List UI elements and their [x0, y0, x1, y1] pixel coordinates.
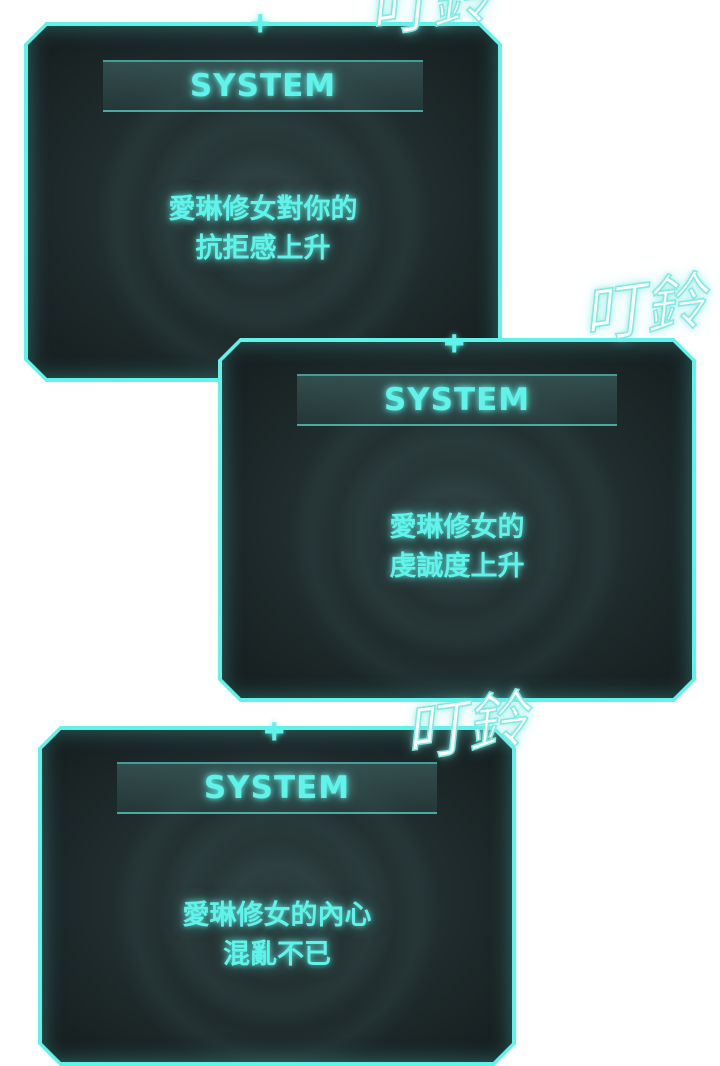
system-title-2: SYSTEM [383, 382, 531, 418]
system-panel-3: SYSTEM 愛琳修女的內心 混亂不已 [38, 726, 516, 1066]
system-title-1: SYSTEM [189, 68, 337, 104]
system-panel-1: SYSTEM 愛琳修女對你的 抗拒感上升 [24, 22, 502, 382]
sound-effect-3: 叮鈴 [399, 681, 533, 772]
sound-effect-2: 叮鈴 [577, 263, 711, 354]
system-message-1-line2: 抗拒感上升 [195, 233, 331, 264]
system-panel-2-body: SYSTEM 愛琳修女的 虔誠度上升 [222, 342, 692, 698]
crosshair-icon-2: + [444, 323, 465, 363]
system-message-2-line1: 愛琳修女的 [389, 512, 525, 543]
crosshair-icon-1: + [250, 3, 271, 43]
system-panel-2: SYSTEM 愛琳修女的 虔誠度上升 [218, 338, 696, 702]
system-title-bar-1: SYSTEM [103, 60, 423, 112]
system-title-bar-2: SYSTEM [297, 374, 617, 426]
system-message-2-line2: 虔誠度上升 [389, 551, 525, 582]
system-title-bar-3: SYSTEM [117, 762, 437, 814]
system-panel-3-body: SYSTEM 愛琳修女的內心 混亂不已 [42, 730, 512, 1062]
system-message-3-line2: 混亂不已 [223, 939, 331, 970]
system-title-3: SYSTEM [203, 770, 351, 806]
system-message-2: 愛琳修女的 虔誠度上升 [222, 508, 692, 586]
crosshair-icon-3: + [264, 711, 285, 751]
system-message-1: 愛琳修女對你的 抗拒感上升 [28, 190, 498, 268]
system-message-3-line1: 愛琳修女的內心 [182, 900, 372, 931]
system-panel-1-body: SYSTEM 愛琳修女對你的 抗拒感上升 [28, 26, 498, 378]
system-message-1-line1: 愛琳修女對你的 [168, 194, 358, 225]
system-message-3: 愛琳修女的內心 混亂不已 [42, 896, 512, 974]
